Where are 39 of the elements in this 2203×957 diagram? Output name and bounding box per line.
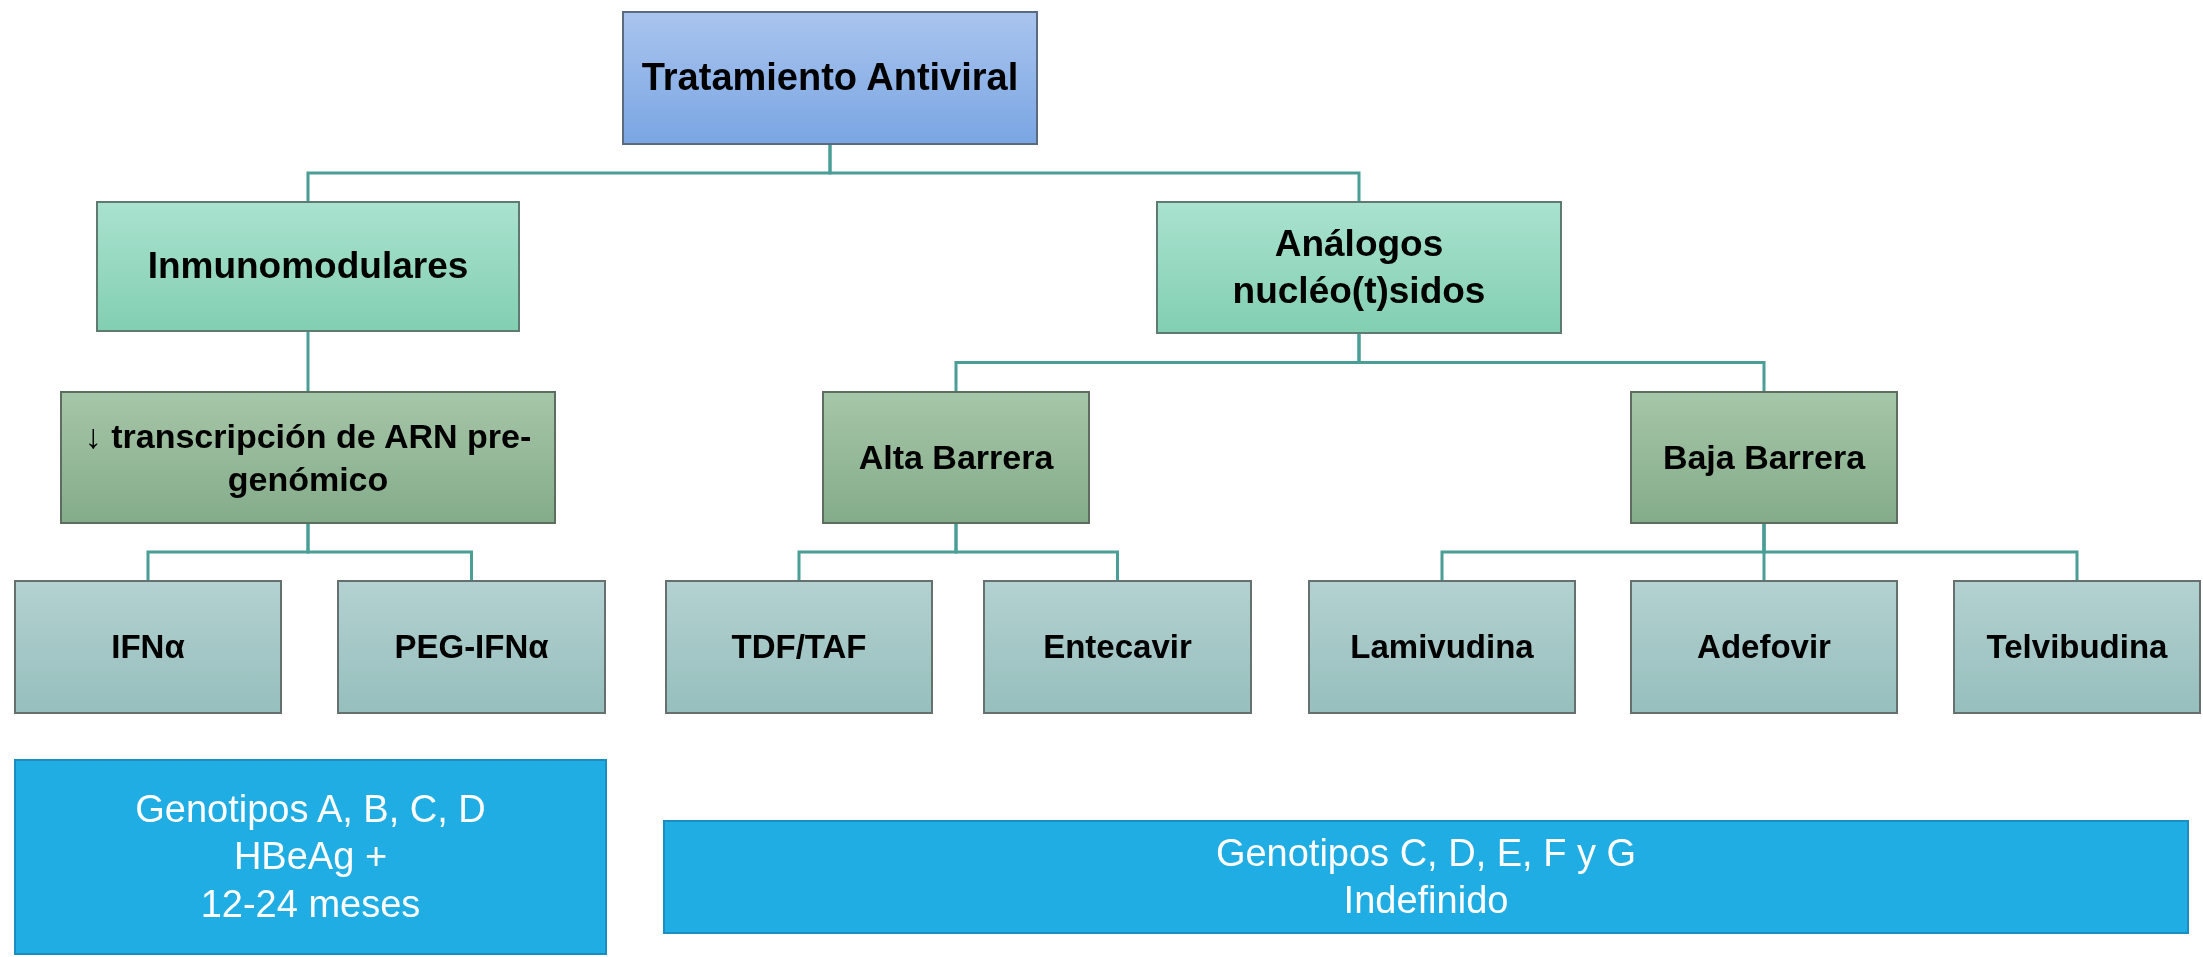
node-label: Genotipos C, D, E, F y G [1215, 830, 1637, 876]
node-label: TDF/TAF [731, 627, 867, 668]
node-label: Adefovir [1697, 627, 1831, 668]
node-label: Tratamiento Antiviral [641, 55, 1019, 101]
drug-box [337, 580, 606, 714]
node-label: Baja Barrera [1662, 437, 1866, 479]
connector-line [828, 145, 1361, 201]
drug-box [665, 580, 933, 714]
drug-box [1308, 580, 1576, 714]
node-label: IFNα [111, 627, 185, 668]
category-box [96, 201, 520, 332]
subcategory-box [822, 391, 1090, 524]
node-label: HBeAg + [233, 834, 388, 880]
node-label: Entecavir [1043, 627, 1192, 668]
node-label: Inmunomodulares [147, 244, 469, 289]
connector-line [306, 524, 473, 580]
connector-line [954, 524, 1119, 580]
node-label: PEG-IFNα [394, 627, 549, 668]
node-label: Telvibudina [1986, 627, 2168, 668]
node-label: Lamivudina [1350, 627, 1534, 668]
node-label: ↓ transcripción de ARN pre-genómico [83, 416, 533, 500]
subcategory-box [1630, 391, 1898, 524]
node-label: Alta Barrera [858, 437, 1054, 479]
category-box [1156, 201, 1562, 334]
drug-box [1630, 580, 1898, 714]
drug-box [983, 580, 1252, 714]
info-box [14, 759, 607, 955]
node-label: Genotipos A, B, C, D [135, 786, 486, 832]
drug-box [1953, 580, 2201, 714]
connector-line [1357, 334, 1766, 391]
connector-line [306, 332, 310, 391]
node-label: 12-24 meses [200, 881, 421, 927]
node-label: Análogos nucléo(t)sidos [1231, 222, 1487, 313]
subcategory-box [60, 391, 556, 524]
connector-line [1762, 524, 2079, 580]
info-box [663, 820, 2189, 934]
drug-box [14, 580, 282, 714]
node-label: Indefinido [1343, 878, 1509, 923]
root-box [622, 11, 1038, 145]
